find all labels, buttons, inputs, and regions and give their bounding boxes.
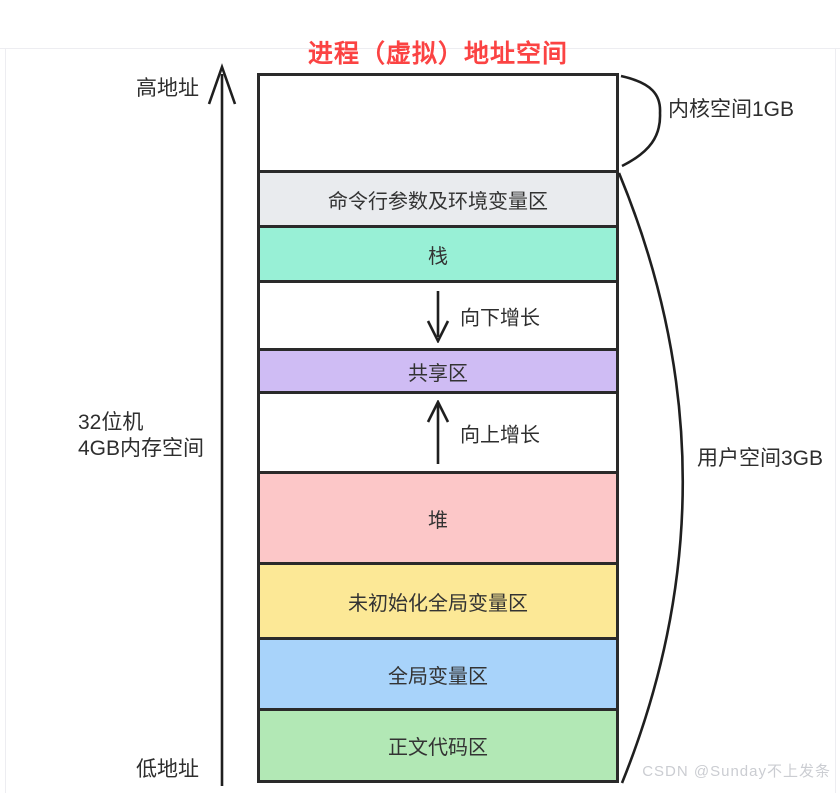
machine-label-line1: 32位机 [78,411,144,434]
block-uninit-globals: 未初始化全局变量区 [260,562,616,637]
kernel-space-size-label: 内核空间1GB [668,98,795,121]
watermark: CSDN @Sunday不上发条 [642,763,831,780]
arrow-down-icon [426,290,450,343]
machine-memory-label: 32位机 4GB内存空间 [78,410,204,462]
block-globals-label: 全局变量区 [388,665,488,688]
block-cmdline-env: 命令行参数及环境变量区 [260,170,616,225]
block-grow-up-gap: 向上增长 [260,391,616,471]
user-space-brace [617,172,685,784]
block-heap-label: 堆 [428,509,448,532]
grow-down-label: 向下增长 [460,307,540,329]
address-space-stack: 命令行参数及环境变量区 栈 向下增长 共享区 向上增长 堆 未初始化全局变量区 … [257,73,619,783]
block-stack-label: 栈 [428,245,448,268]
block-grow-down-gap: 向下增长 [260,280,616,348]
diagram-title: 进程（虚拟）地址空间 [307,40,568,68]
block-shared-area: 共享区 [260,348,616,391]
arrow-up-icon [426,399,450,464]
grow-up-label: 向上增长 [460,424,540,446]
page-frame-right-line [835,48,836,793]
page-frame-left-line [5,48,6,793]
block-heap: 堆 [260,471,616,562]
block-text-code: 正文代码区 [260,708,616,780]
block-cmdline-env-label: 命令行参数及环境变量区 [328,190,548,213]
block-shared-area-label: 共享区 [408,362,468,385]
kernel-space-brace [620,74,662,168]
address-axis-arrow [207,63,237,786]
block-text-code-label: 正文代码区 [388,737,488,759]
high-address-label: 高地址 [136,77,199,100]
machine-label-line2: 4GB内存空间 [78,437,205,460]
block-globals: 全局变量区 [260,637,616,708]
block-uninit-globals-label: 未初始化全局变量区 [348,592,528,615]
block-stack: 栈 [260,225,616,280]
block-kernel-space [260,76,616,170]
user-space-size-label: 用户空间3GB [697,447,824,470]
low-address-label: 低地址 [136,758,199,781]
page-frame-top-line [0,48,840,49]
